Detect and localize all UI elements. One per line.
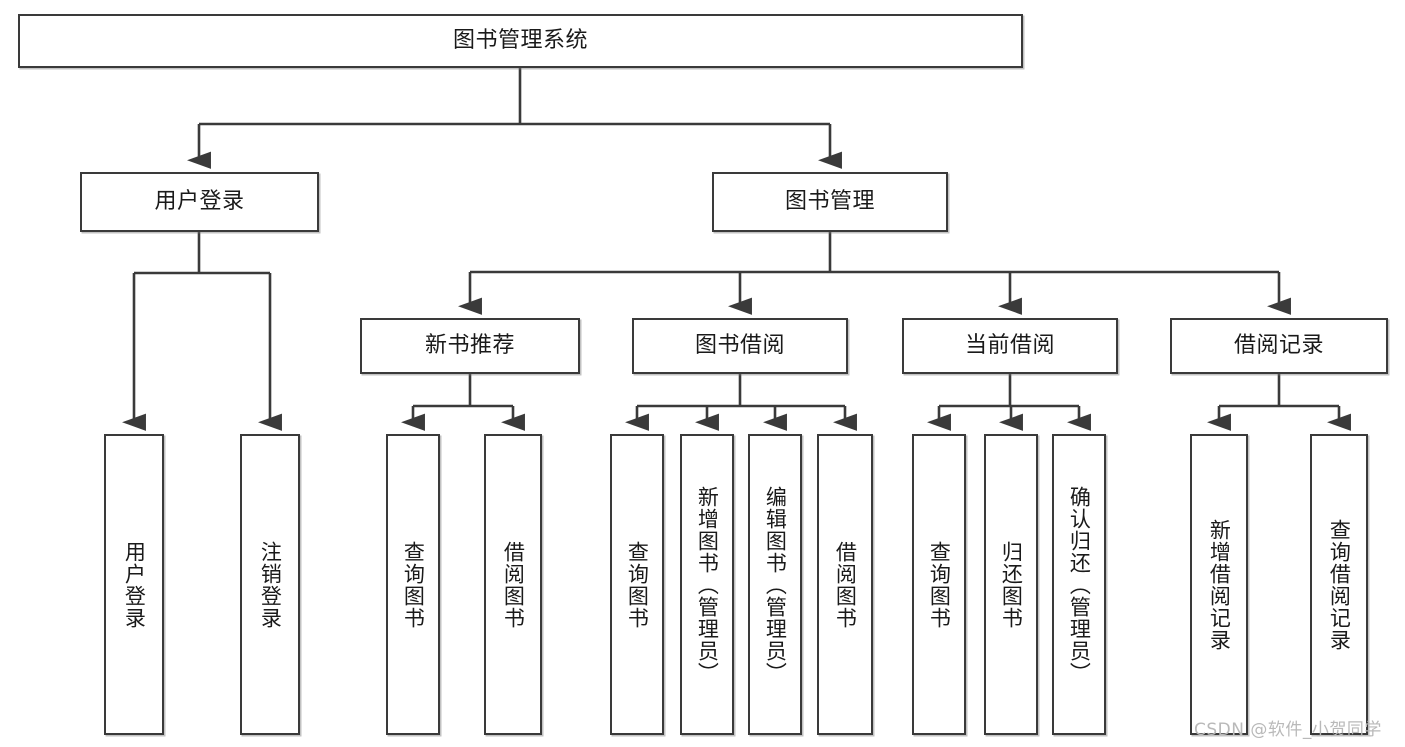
node-borrow-record[interactable]: 借阅记录 xyxy=(1170,318,1388,374)
watermark: CSDN @软件_小贺同学 xyxy=(1194,720,1382,740)
leaf-query-borrow-record[interactable]: 查询借阅记录 xyxy=(1310,434,1368,735)
node-book-management-label: 图书管理 xyxy=(784,188,875,214)
node-book-management[interactable]: 图书管理 xyxy=(712,172,948,232)
leaf-borrow-book-label: 借阅图书 xyxy=(833,540,858,629)
leaf-confirm-return-admin-label: 确认归还（管理员） xyxy=(1067,485,1092,684)
leaf-edit-book-admin-label: 编辑图书（管理员） xyxy=(763,485,788,684)
node-current-borrow[interactable]: 当前借阅 xyxy=(902,318,1118,374)
leaf-query-book-borrow[interactable]: 查询图书 xyxy=(610,434,664,735)
leaf-add-book-admin-label: 新增图书（管理员） xyxy=(695,485,720,684)
leaf-add-borrow-record-label: 新增借阅记录 xyxy=(1207,518,1232,651)
node-root-label: 图书管理系统 xyxy=(452,27,588,53)
leaf-query-book-recommend[interactable]: 查询图书 xyxy=(386,434,440,735)
node-current-borrow-label: 当前借阅 xyxy=(964,332,1055,358)
node-user-login[interactable]: 用户登录 xyxy=(80,172,319,232)
leaf-query-book-recommend-label: 查询图书 xyxy=(401,540,426,629)
node-book-borrow-label: 图书借阅 xyxy=(694,332,785,358)
node-new-book-recommend-label: 新书推荐 xyxy=(424,332,515,358)
node-new-book-recommend[interactable]: 新书推荐 xyxy=(360,318,580,374)
leaf-edit-book-admin[interactable]: 编辑图书（管理员） xyxy=(748,434,802,735)
node-book-borrow[interactable]: 图书借阅 xyxy=(632,318,848,374)
leaf-query-borrow-record-label: 查询借阅记录 xyxy=(1327,518,1352,651)
leaf-logout-label: 注销登录 xyxy=(258,540,283,629)
leaf-add-book-admin[interactable]: 新增图书（管理员） xyxy=(680,434,734,735)
leaf-borrow-book-recommend-label: 借阅图书 xyxy=(501,540,526,629)
leaf-return-book[interactable]: 归还图书 xyxy=(984,434,1038,735)
leaf-add-borrow-record[interactable]: 新增借阅记录 xyxy=(1190,434,1248,735)
leaf-borrow-book-recommend[interactable]: 借阅图书 xyxy=(484,434,542,735)
leaf-return-book-label: 归还图书 xyxy=(999,540,1024,629)
leaf-logout[interactable]: 注销登录 xyxy=(240,434,300,735)
node-user-login-label: 用户登录 xyxy=(154,188,245,214)
leaf-user-login[interactable]: 用户登录 xyxy=(104,434,164,735)
node-root[interactable]: 图书管理系统 xyxy=(18,14,1023,68)
leaf-user-login-label: 用户登录 xyxy=(122,540,147,629)
leaf-query-book-borrow-label: 查询图书 xyxy=(625,540,650,629)
leaf-borrow-book[interactable]: 借阅图书 xyxy=(817,434,873,735)
node-borrow-record-label: 借阅记录 xyxy=(1233,332,1324,358)
leaf-confirm-return-admin[interactable]: 确认归还（管理员） xyxy=(1052,434,1106,735)
leaf-query-book-current[interactable]: 查询图书 xyxy=(912,434,966,735)
leaf-query-book-current-label: 查询图书 xyxy=(927,540,952,629)
